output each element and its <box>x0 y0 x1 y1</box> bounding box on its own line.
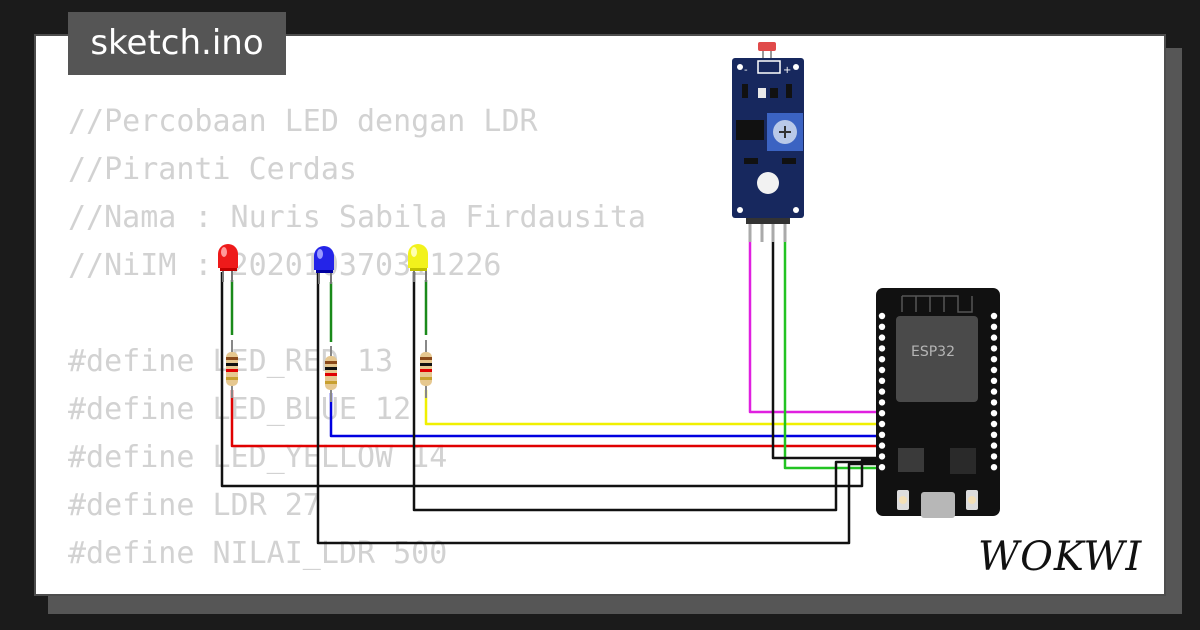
pin-dot <box>990 356 998 363</box>
code-line: #define LDR 27 <box>68 488 321 523</box>
led-yellow[interactable] <box>408 244 428 282</box>
pin-dot <box>878 366 886 374</box>
pin-dot <box>990 323 998 330</box>
pin-dot <box>878 410 886 417</box>
pin-dot <box>990 431 998 438</box>
wire-magenta <box>748 240 884 414</box>
esp32-pin-headers <box>878 312 998 471</box>
code-line: //NiIM : 202010370311226 <box>68 248 502 283</box>
pin-dot <box>878 420 886 428</box>
pin-dot <box>990 366 998 374</box>
code-line: //Nama : Nuris Sabila Firdausita <box>68 200 646 235</box>
esp32-label: ESP32 <box>911 344 955 360</box>
wire-black-yellow <box>412 272 884 512</box>
wire-black-ldr <box>771 240 884 460</box>
pin-dot <box>990 388 998 395</box>
pin-dot <box>990 464 998 471</box>
pin-dot <box>878 442 886 449</box>
code-line: #define LED_BLUE 12 <box>68 392 412 427</box>
wire-green <box>783 240 884 470</box>
pin-dot <box>878 453 886 460</box>
led-red[interactable] <box>218 244 238 282</box>
svg-text:WOKWI: WOKWI <box>978 534 1142 580</box>
ldr-module[interactable] <box>732 42 804 242</box>
resistor-red[interactable] <box>226 340 238 398</box>
led-blue[interactable] <box>314 246 334 284</box>
pin-dot <box>990 399 998 406</box>
pin-dot <box>878 399 886 406</box>
pin-dot <box>878 345 886 352</box>
ldr-minus-label: - <box>744 65 748 76</box>
pin-dot <box>878 334 886 341</box>
pin-dot <box>878 377 886 384</box>
wire-yellow <box>424 390 884 426</box>
esp32-board[interactable] <box>876 288 1000 518</box>
pin-dot <box>878 356 886 363</box>
pin-dot <box>990 410 998 417</box>
code-editor: //Percobaan LED dengan LDR //Piranti Cer… <box>68 98 646 578</box>
wire-black-blue <box>316 272 884 545</box>
resistor-yellow[interactable] <box>420 340 432 398</box>
pin-dot <box>990 442 998 449</box>
pin-dot <box>878 431 886 438</box>
file-tab[interactable]: sketch.ino <box>68 12 286 75</box>
ldr-plus-label: + <box>783 65 791 76</box>
code-line: //Piranti Cerdas <box>68 152 357 187</box>
pin-dot <box>990 420 998 428</box>
pin-dot <box>990 377 998 384</box>
pin-dot <box>878 312 886 320</box>
pin-dot <box>878 388 886 395</box>
wire-black-red <box>220 272 884 488</box>
wire-blue <box>329 393 884 438</box>
pin-dot <box>990 334 998 341</box>
wire-red <box>230 390 884 448</box>
pin-dot <box>990 453 998 460</box>
pin-dot <box>878 323 886 330</box>
code-line: //Percobaan LED dengan LDR <box>68 104 538 139</box>
resistor-blue[interactable] <box>325 346 337 402</box>
pin-dot <box>990 345 998 352</box>
pin-dot <box>990 312 998 320</box>
wokwi-logo: WOKWI <box>978 534 1142 580</box>
pin-dot <box>878 464 886 471</box>
